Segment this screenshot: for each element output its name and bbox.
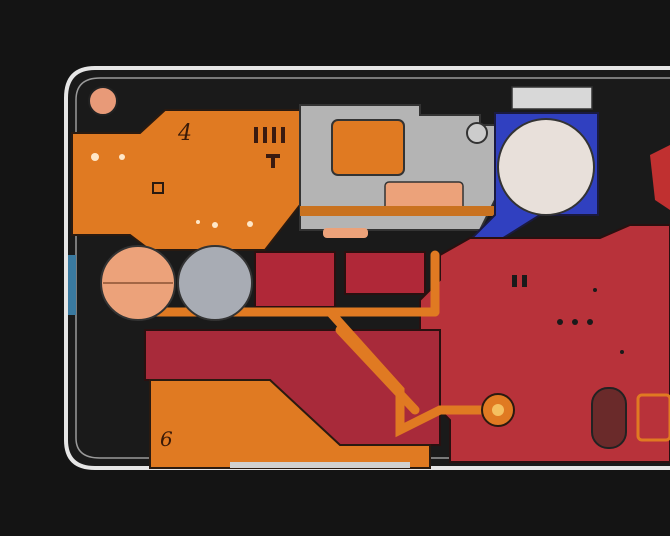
orange-board-bottom xyxy=(149,379,431,469)
top-bracket xyxy=(511,86,593,110)
peach-chip xyxy=(384,181,464,211)
marking-4: 4 xyxy=(177,121,192,146)
test-pad-center xyxy=(492,404,504,416)
red-board-holes xyxy=(512,275,624,354)
peach-pad xyxy=(323,228,368,238)
red-block-top-2 xyxy=(344,251,426,295)
grey-vibrator xyxy=(177,245,253,321)
right-connector xyxy=(636,393,670,442)
bottom-strip xyxy=(230,462,410,468)
red-wedge xyxy=(650,145,670,210)
orange-chip xyxy=(331,119,405,176)
small-chip xyxy=(152,182,164,194)
cream-disk xyxy=(497,118,595,216)
grey-screw xyxy=(466,122,488,144)
camera-lens xyxy=(88,86,118,116)
marking-6: 6 xyxy=(160,427,173,451)
red-block-top xyxy=(254,251,336,308)
dark-cylinder xyxy=(591,387,627,449)
mounting-holes xyxy=(91,153,253,228)
connector-pins xyxy=(254,127,285,168)
side-button-blue xyxy=(68,255,76,315)
orange-board-top xyxy=(71,109,301,251)
red-board-right xyxy=(419,224,670,463)
orange-bus xyxy=(300,206,495,216)
